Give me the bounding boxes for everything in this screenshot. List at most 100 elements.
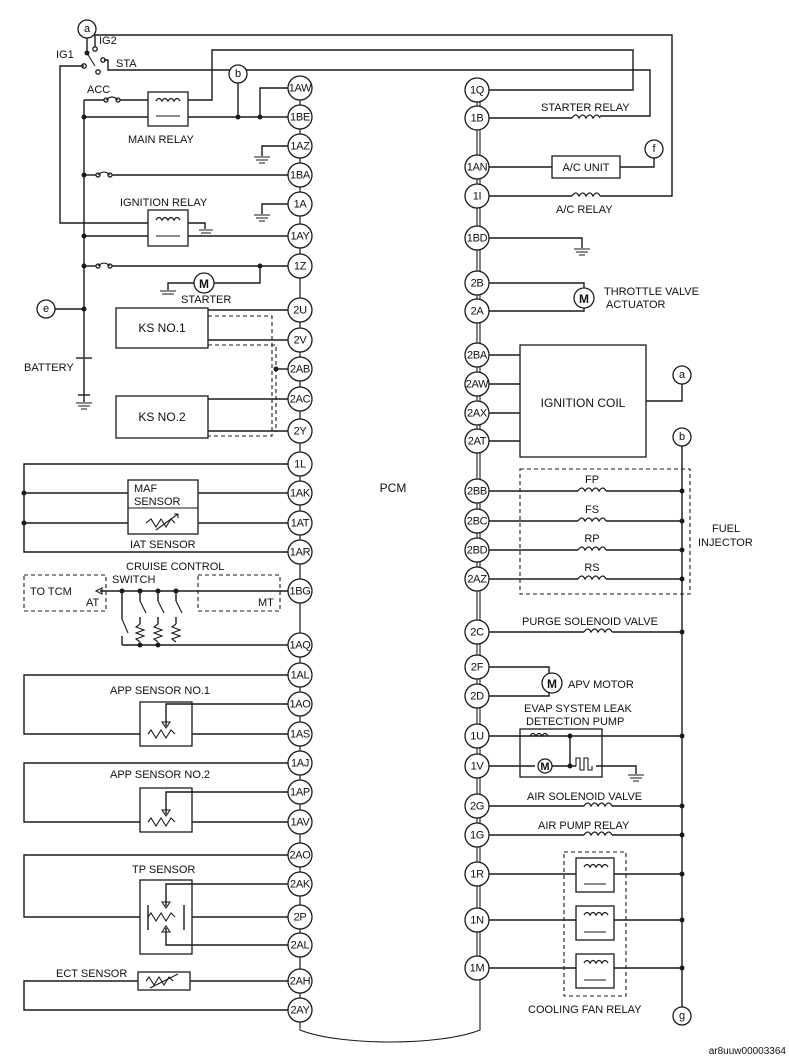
throttle-motor-symbol: M bbox=[579, 292, 589, 306]
label-maf-2: SENSOR bbox=[134, 496, 181, 508]
svg-text:1Z: 1Z bbox=[294, 261, 307, 273]
connector-g: g bbox=[679, 1010, 685, 1022]
pin-1ar: 1AR bbox=[287, 539, 313, 565]
apv-motor-symbol: M bbox=[547, 677, 557, 691]
svg-text:1AS: 1AS bbox=[290, 729, 310, 741]
svg-text:2AX: 2AX bbox=[467, 408, 488, 420]
svg-text:2AT: 2AT bbox=[468, 436, 487, 448]
label-iat: IAT SENSOR bbox=[130, 539, 196, 551]
connector-e: e bbox=[43, 303, 49, 315]
pin-2b: 2B bbox=[464, 270, 490, 296]
svg-text:1R: 1R bbox=[470, 869, 484, 881]
label-evap-2: DETECTION PUMP bbox=[526, 716, 624, 728]
label-ks1: KS NO.1 bbox=[138, 321, 186, 335]
svg-text:2P: 2P bbox=[294, 912, 307, 924]
label-cooling-fan-relay: COOLING FAN RELAY bbox=[528, 1004, 642, 1016]
label-starter-relay: STARTER RELAY bbox=[541, 102, 630, 114]
svg-text:2D: 2D bbox=[470, 691, 484, 703]
pin-2a: 2A bbox=[464, 298, 490, 324]
pin-2ak: 2AK bbox=[287, 871, 313, 897]
svg-text:1AW: 1AW bbox=[289, 83, 312, 95]
main-relay: MAIN RELAY bbox=[84, 91, 289, 146]
label-ignition-coil: IGNITION COIL bbox=[541, 396, 626, 410]
pin-2al: 2AL bbox=[287, 932, 313, 958]
svg-text:1I: 1I bbox=[473, 191, 482, 203]
app-sensor-2: APP SENSOR NO.2 bbox=[23, 762, 289, 833]
label-purge: PURGE SOLENOID VALVE bbox=[522, 616, 658, 628]
label-throttle-2: ACTUATOR bbox=[606, 299, 666, 311]
svg-text:2AZ: 2AZ bbox=[467, 574, 487, 586]
pin-1m: 1M bbox=[464, 955, 490, 981]
label-fs: FS bbox=[585, 504, 599, 516]
pin-2bb: 2BB bbox=[464, 478, 490, 504]
connector-a-right: a bbox=[679, 369, 686, 381]
label-ks2: KS NO.2 bbox=[138, 410, 186, 424]
pcm-outline bbox=[299, 80, 481, 1043]
cooling-fan-relay-group bbox=[563, 851, 627, 997]
svg-text:1B: 1B bbox=[471, 113, 484, 125]
svg-text:1AL: 1AL bbox=[291, 670, 310, 682]
pin-1az: 1AZ bbox=[287, 133, 313, 159]
label-to-tcm: TO TCM bbox=[30, 586, 72, 598]
pin-1an: 1AN bbox=[464, 154, 490, 180]
label-cruise-1: CRUISE CONTROL bbox=[126, 561, 224, 573]
svg-text:1BA: 1BA bbox=[290, 170, 311, 182]
figure-id: ar8uuw00003364 bbox=[709, 1046, 787, 1057]
pin-1q: 1Q bbox=[464, 77, 490, 103]
svg-text:2AC: 2AC bbox=[290, 394, 311, 406]
pin-1g: 1G bbox=[464, 822, 490, 848]
pin-1z: 1Z bbox=[287, 253, 313, 279]
pin-2aw: 2AW bbox=[464, 371, 490, 397]
label-air-pump-relay: AIR PUMP RELAY bbox=[538, 820, 630, 832]
pin-2p: 2P bbox=[287, 904, 313, 930]
label-ac-relay: A/C RELAY bbox=[556, 204, 613, 216]
svg-text:1AQ: 1AQ bbox=[289, 640, 311, 652]
ignition-switch: a IG2 IG1 STA ACC bbox=[56, 19, 137, 96]
svg-text:1G: 1G bbox=[470, 830, 484, 842]
label-acc: ACC bbox=[87, 84, 110, 96]
svg-text:1AJ: 1AJ bbox=[291, 758, 309, 770]
svg-text:2F: 2F bbox=[471, 662, 484, 674]
pin-2ah: 2AH bbox=[287, 968, 313, 994]
svg-text:1AY: 1AY bbox=[290, 231, 310, 243]
label-tp: TP SENSOR bbox=[132, 864, 195, 876]
maf-iat-sensor: MAF SENSOR IAT SENSOR bbox=[21, 463, 289, 553]
pin-1at: 1AT bbox=[287, 510, 313, 536]
svg-text:2AL: 2AL bbox=[291, 940, 310, 952]
pin-2ab: 2AB bbox=[287, 356, 313, 382]
pin-1ao: 1AO bbox=[287, 691, 313, 717]
svg-text:1L: 1L bbox=[294, 459, 306, 471]
svg-text:2AK: 2AK bbox=[290, 879, 311, 891]
knock-sensors: KS NO.1 KS NO.2 bbox=[115, 307, 289, 439]
label-app2: APP SENSOR NO.2 bbox=[110, 769, 210, 781]
svg-text:1AO: 1AO bbox=[289, 699, 311, 711]
svg-text:1N: 1N bbox=[470, 915, 484, 927]
pin-2az: 2AZ bbox=[464, 566, 490, 592]
label-maf-1: MAF bbox=[134, 483, 158, 495]
label-throttle-1: THROTTLE VALVE bbox=[604, 286, 699, 298]
svg-text:1M: 1M bbox=[470, 963, 485, 975]
svg-text:2A: 2A bbox=[471, 306, 485, 318]
pin-1ay: 1AY bbox=[287, 223, 313, 249]
ect-sensor: ECT SENSOR bbox=[23, 968, 289, 1011]
svg-text:1AV: 1AV bbox=[290, 817, 310, 829]
svg-text:2AY: 2AY bbox=[290, 1005, 310, 1017]
pin-2at: 2AT bbox=[464, 428, 490, 454]
svg-text:2AH: 2AH bbox=[290, 976, 311, 988]
label-fuel-2: INJECTOR bbox=[698, 537, 753, 549]
svg-text:2G: 2G bbox=[470, 801, 484, 813]
svg-text:2BC: 2BC bbox=[467, 516, 488, 528]
label-ect: ECT SENSOR bbox=[56, 968, 127, 980]
pin-1al: 1AL bbox=[287, 662, 313, 688]
pin-2bd: 2BD bbox=[464, 537, 490, 563]
pin-2ba: 2BA bbox=[464, 342, 490, 368]
svg-text:1BG: 1BG bbox=[289, 586, 310, 598]
svg-text:2B: 2B bbox=[471, 278, 484, 290]
pin-2ax: 2AX bbox=[464, 400, 490, 426]
pin-1r: 1R bbox=[464, 861, 490, 887]
evap-motor-symbol: M bbox=[540, 761, 549, 773]
pin-1i: 1I bbox=[464, 183, 490, 209]
pin-2c: 2C bbox=[464, 619, 490, 645]
svg-text:2Y: 2Y bbox=[294, 426, 308, 438]
label-sta: STA bbox=[116, 58, 137, 70]
